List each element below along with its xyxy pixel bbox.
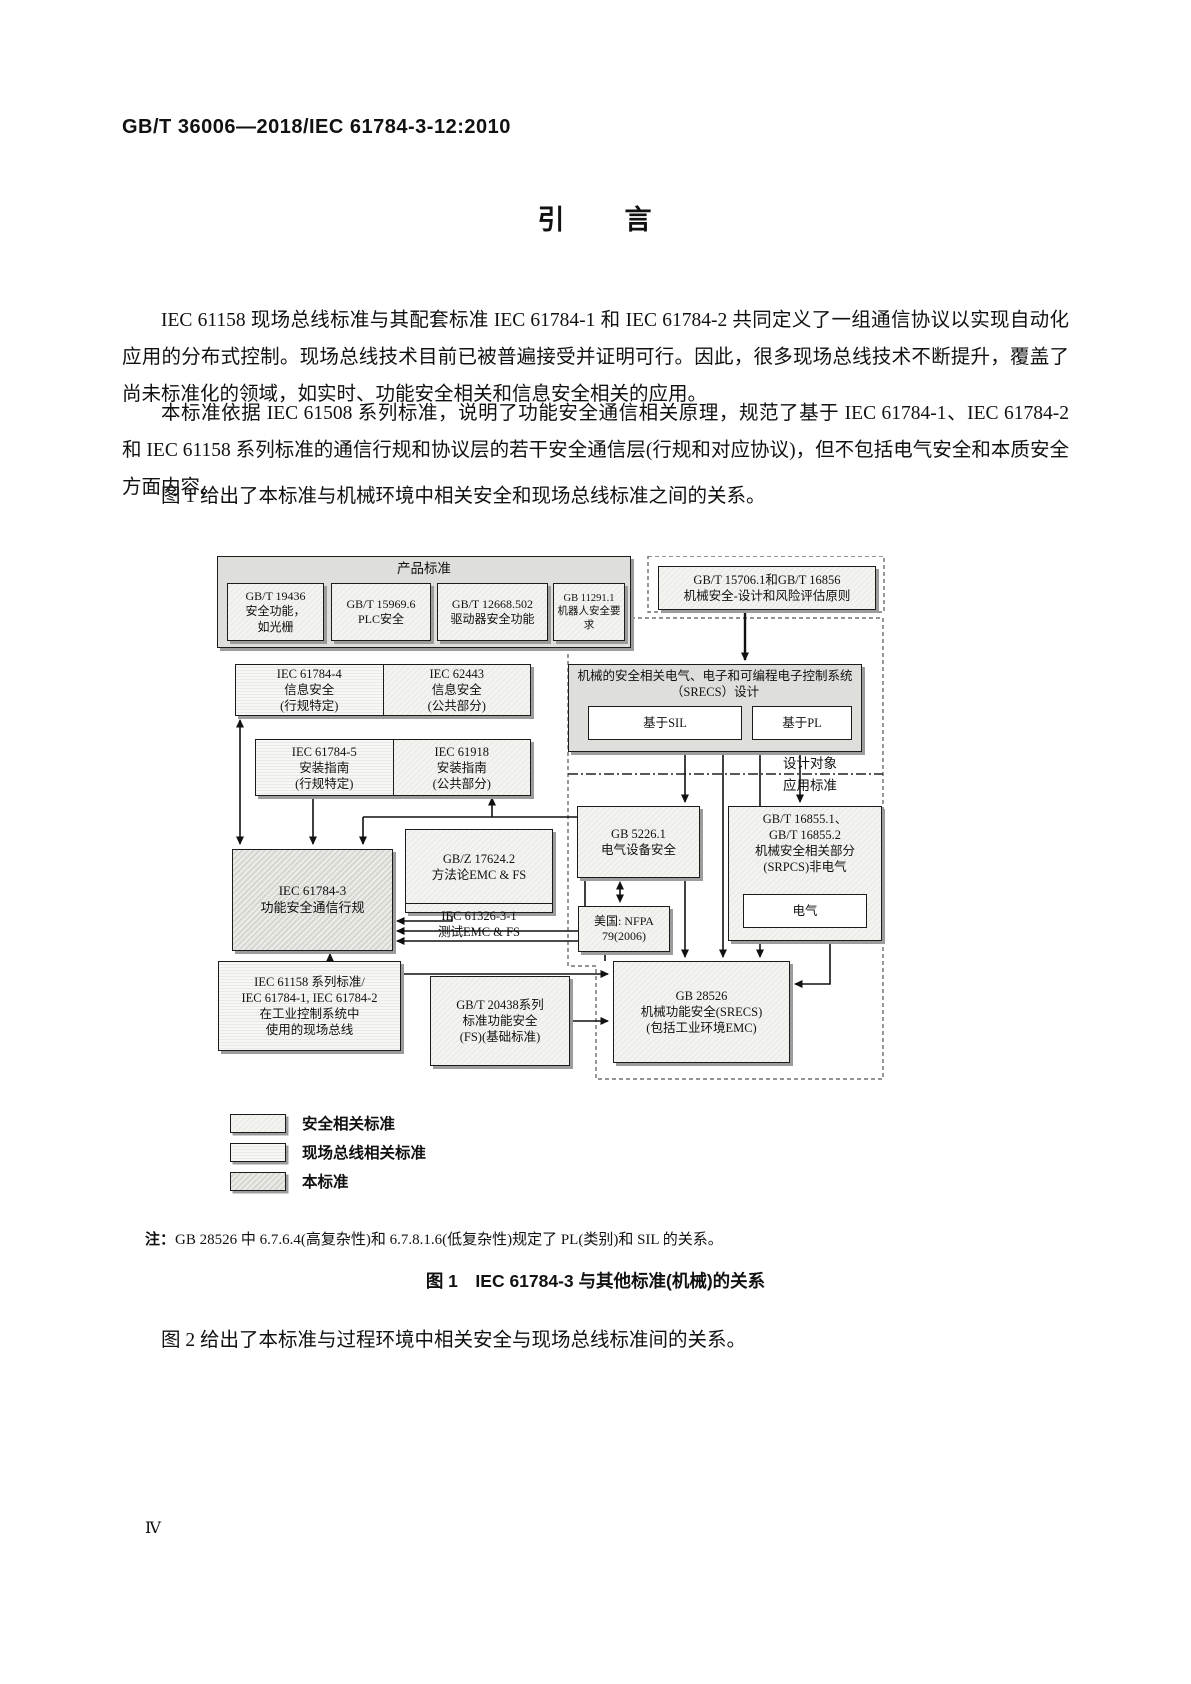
box-based-sil: 基于SIL xyxy=(588,706,742,740)
box-gb28526: GB 28526 机械功能安全(SRECS) (包括工业环境EMC) xyxy=(613,961,790,1063)
figure-note-prefix: 注： xyxy=(145,1232,176,1248)
install-row: IEC 61784-5 安装指南 (行规特定) IEC 61918 安装指南 (… xyxy=(255,739,531,796)
page-number: Ⅳ xyxy=(145,1520,161,1537)
box-gbt12668: GB/T 12668.502 驱动器安全功能 xyxy=(437,583,548,641)
emc-box: GB/Z 17624.2 方法论EMC & FS IEC 61326-3-1 测… xyxy=(405,829,553,939)
box-gbz17624: GB/Z 17624.2 方法论EMC & FS xyxy=(431,851,527,882)
box-iec61326: IEC 61326-3-1 测试EMC & FS xyxy=(406,903,552,944)
diagram-connectors xyxy=(236,556,885,1080)
box-gb5226: GB 5226.1 电气设备安全 xyxy=(577,806,700,878)
box-electrical: 电气 xyxy=(743,894,867,928)
page-title: 引 言 xyxy=(537,205,654,235)
box-based-pl: 基于PL xyxy=(752,706,852,740)
box-iec62443: IEC 62443 信息安全 (公共部分) xyxy=(382,665,530,715)
dashed-region-application xyxy=(567,617,884,1080)
figure1-caption: 图 1 IEC 61784-3 与其他标准(机械)的关系 xyxy=(425,1271,766,1291)
paragraph-1: IEC 61158 现场总线标准与其配套标准 IEC 61784-1 和 IEC… xyxy=(122,310,1069,405)
product-group-title: 产品标准 xyxy=(397,561,451,576)
infosec-row: IEC 61784-4 信息安全 (行规特定) IEC 62443 信息安全 (… xyxy=(235,664,531,716)
legend-label-this-standard: 本标准 xyxy=(302,1174,349,1191)
box-gbt15706: GB/T 15706.1和GB/T 16856 机械安全-设计和风险评估原则 xyxy=(658,566,876,610)
legend-swatch-safety xyxy=(230,1113,286,1133)
box-iec61784-3: IEC 61784-3 功能安全通信行规 xyxy=(232,849,393,951)
paragraph-3: 图 1 给出了本标准与机械环境中相关安全和现场总线标准之间的关系。 xyxy=(161,486,766,507)
figure-legend: 安全相关标准 现场总线相关标准 本标准 xyxy=(230,1112,426,1199)
box-gbt20438: GB/T 20438系列 标准功能安全 (FS)(基础标准) xyxy=(430,976,570,1066)
paragraph-2: 本标准依据 IEC 61508 系列标准，说明了功能安全通信相关原理，规范了基于… xyxy=(122,403,1069,498)
figure-note: 注：GB 28526 中 6.7.6.4(高复杂性)和 6.7.8.1.6(低复… xyxy=(145,1228,1045,1249)
zone-application-standard-label: 应用标准 xyxy=(783,778,837,793)
legend-item-fieldbus: 现场总线相关标准 xyxy=(230,1141,426,1163)
paragraph-4: 图 2 给出了本标准与过程环境中相关安全与现场总线标准间的关系。 xyxy=(161,1330,747,1351)
box-iec61784-5: IEC 61784-5 安装指南 (行规特定) xyxy=(256,740,393,795)
zone-design-object-label: 设计对象 xyxy=(783,756,837,771)
box-nfpa79: 美国: NFPA 79(2006) xyxy=(578,906,670,952)
legend-swatch-fieldbus xyxy=(230,1142,286,1162)
legend-label-fieldbus: 现场总线相关标准 xyxy=(302,1145,427,1162)
box-gbt19436: GB/T 19436 安全功能， 如光栅 xyxy=(227,583,324,641)
legend-item-safety: 安全相关标准 xyxy=(230,1112,426,1134)
figure-note-text: GB 28526 中 6.7.6.4(高复杂性)和 6.7.8.1.6(低复杂性… xyxy=(175,1232,723,1248)
figure1-diagram: 产品标准 GB/T 19436 安全功能， 如光栅 GB/T 15969.6 P… xyxy=(215,556,887,1086)
box-iec61918: IEC 61918 安装指南 (公共部分) xyxy=(392,740,530,795)
dashed-region-risk xyxy=(647,556,885,613)
legend-item-this-standard: 本标准 xyxy=(230,1170,426,1192)
box-gb11291: GB 11291.1 机器人安全要求 xyxy=(553,583,625,641)
standard-number-header: GB/T 36006—2018/IEC 61784-3-12:2010 xyxy=(122,116,511,138)
box-iec61784-4: IEC 61784-4 信息安全 (行规特定) xyxy=(236,665,383,715)
box-gbt15969: GB/T 15969.6 PLC安全 xyxy=(331,583,431,641)
box-iec61158: IEC 61158 系列标准/ IEC 61784-1, IEC 61784-2… xyxy=(218,961,401,1051)
legend-label-safety: 安全相关标准 xyxy=(302,1116,396,1133)
legend-swatch-this-standard xyxy=(230,1171,286,1191)
